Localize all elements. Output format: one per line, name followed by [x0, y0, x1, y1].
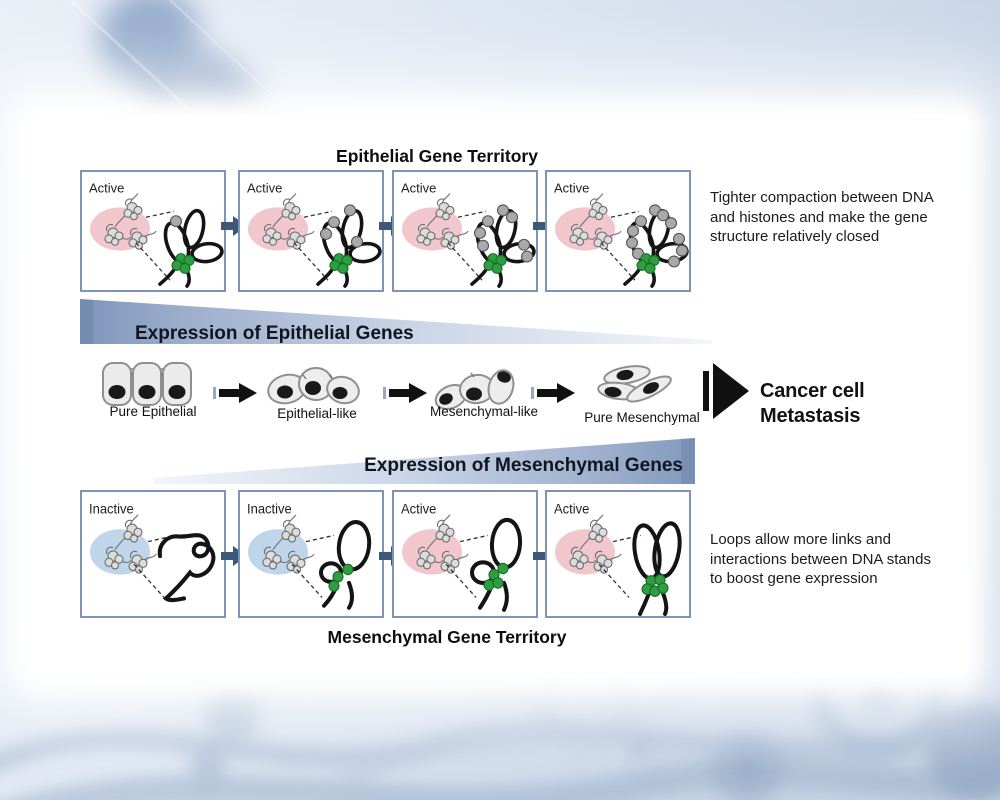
magnifier-dashed-line	[445, 534, 489, 598]
dna-loop	[319, 520, 372, 610]
nucleosome-cluster	[569, 224, 589, 246]
tf-beads	[636, 253, 660, 274]
panel-state-label: Active	[554, 181, 589, 196]
nucleosome-cluster	[593, 228, 613, 250]
tf-beads	[641, 574, 669, 597]
active-chromatin-panel: Active	[392, 490, 538, 618]
tf-beads	[483, 253, 507, 274]
magnifier-dashed-line	[291, 534, 335, 598]
inactive-chromatin-panel: Inactive	[238, 490, 384, 618]
panel-state-label: Active	[401, 502, 436, 517]
emt-cell-transition-row	[102, 362, 749, 419]
nucleosome-cluster	[286, 228, 306, 250]
mesenchymal-wedge-label: Expression of Mesenchymal Genes	[364, 455, 683, 476]
stage-arrow-2	[383, 383, 427, 403]
loops-note: Loops allow more links and interactions …	[710, 531, 931, 587]
nucleosome-cluster	[281, 198, 301, 221]
nucleosome-cluster	[286, 550, 306, 574]
active-chromatin-panel: Active	[238, 170, 384, 292]
tf-beads	[483, 562, 509, 591]
nucleosome-cluster	[262, 546, 282, 570]
tf-beads	[171, 253, 195, 274]
metastasis-arrow	[703, 363, 749, 419]
stage-arrow-1	[213, 383, 257, 403]
nucleosome-cluster	[440, 228, 460, 250]
nucleosome-cluster	[104, 224, 124, 246]
cancer-cell-line: Cancer cell	[760, 380, 865, 402]
nucleosome-cluster	[569, 546, 589, 570]
tf-beads	[329, 253, 353, 274]
nucleosome-cluster	[416, 546, 436, 570]
histone-beads	[169, 215, 183, 228]
magnifier-dashed-line	[447, 210, 487, 281]
nucleosome-cluster	[416, 224, 436, 246]
nucleosome-cluster	[588, 198, 608, 221]
active-chromatin-panel: Active	[392, 170, 538, 292]
histone-beads	[473, 204, 534, 263]
epithelial-like-cells	[267, 366, 360, 405]
panel-state-label: Active	[401, 181, 436, 196]
panel-state-label: Active	[247, 181, 282, 196]
active-chromatin-panel: Active	[80, 170, 226, 292]
dna-loop	[158, 208, 224, 288]
magnifier-dashed-line	[135, 210, 175, 281]
histone-beads	[319, 204, 364, 248]
active-chromatin-panel: Active	[545, 490, 691, 618]
cell-junction-ticks	[131, 368, 163, 375]
nucleosome-cluster	[104, 546, 124, 570]
dna-loop	[157, 533, 216, 603]
magnifier-dashed-line	[600, 210, 640, 281]
nucleosome-cluster	[435, 519, 455, 543]
active-chromatin-panel: Active	[545, 170, 691, 292]
nucleosome-cluster	[588, 519, 608, 543]
histone-beads	[625, 204, 689, 268]
inactive-chromatin-panel: Inactive	[80, 490, 226, 618]
dna-loop	[632, 521, 682, 616]
pure-epithelial-cells	[102, 362, 192, 406]
stage-label-pure-epithelial: Pure Epithelial	[109, 404, 197, 419]
panel-state-label: Active	[89, 181, 124, 196]
nucleosome-cluster	[123, 198, 143, 221]
nucleosome-cluster	[281, 519, 301, 543]
stage-arrow-3	[531, 383, 575, 403]
wedge-left-cap	[80, 299, 93, 344]
nucleosome-cluster	[262, 224, 282, 246]
mesenchymal-expression-wedge: Expression of Mesenchymal Genes	[153, 438, 695, 484]
stage-label-epithelial-like: Epithelial-like	[277, 406, 357, 421]
stage-label-mesenchymal-like: Mesenchymal-like	[429, 404, 539, 419]
panel-state-label: Inactive	[89, 502, 134, 517]
tf-beads	[328, 563, 354, 592]
pure-mesenchymal-cells	[597, 365, 672, 403]
dna-loop	[470, 517, 523, 612]
nucleosome-cluster	[435, 198, 455, 221]
metastasis-line: Metastasis	[760, 405, 861, 427]
epithelial-territory-title: Epithelial Gene Territory	[336, 146, 538, 166]
panel-state-label: Inactive	[247, 502, 292, 517]
nucleosome-cluster	[123, 519, 143, 543]
cancer-metastasis-text: Cancer cell Metastasis	[760, 379, 865, 429]
compaction-note: Tighter compaction between DNA and histo…	[710, 189, 933, 245]
panel-state-label: Active	[554, 502, 589, 517]
mesenchymal-territory-title: Mesenchymal Gene Territory	[327, 627, 567, 647]
nucleosome-cluster	[128, 550, 148, 574]
mesenchymal-like-cells	[434, 369, 515, 410]
dna-loop	[316, 208, 382, 288]
wedge-right-cap	[681, 438, 695, 484]
epithelial-expression-wedge: Expression of Epithelial Genes	[80, 299, 712, 344]
epithelial-wedge-label: Expression of Epithelial Genes	[135, 323, 414, 344]
stage-label-pure-mesenchymal: Pure Mesenchymal	[584, 410, 700, 425]
magnifier-dashed-line	[293, 210, 333, 281]
